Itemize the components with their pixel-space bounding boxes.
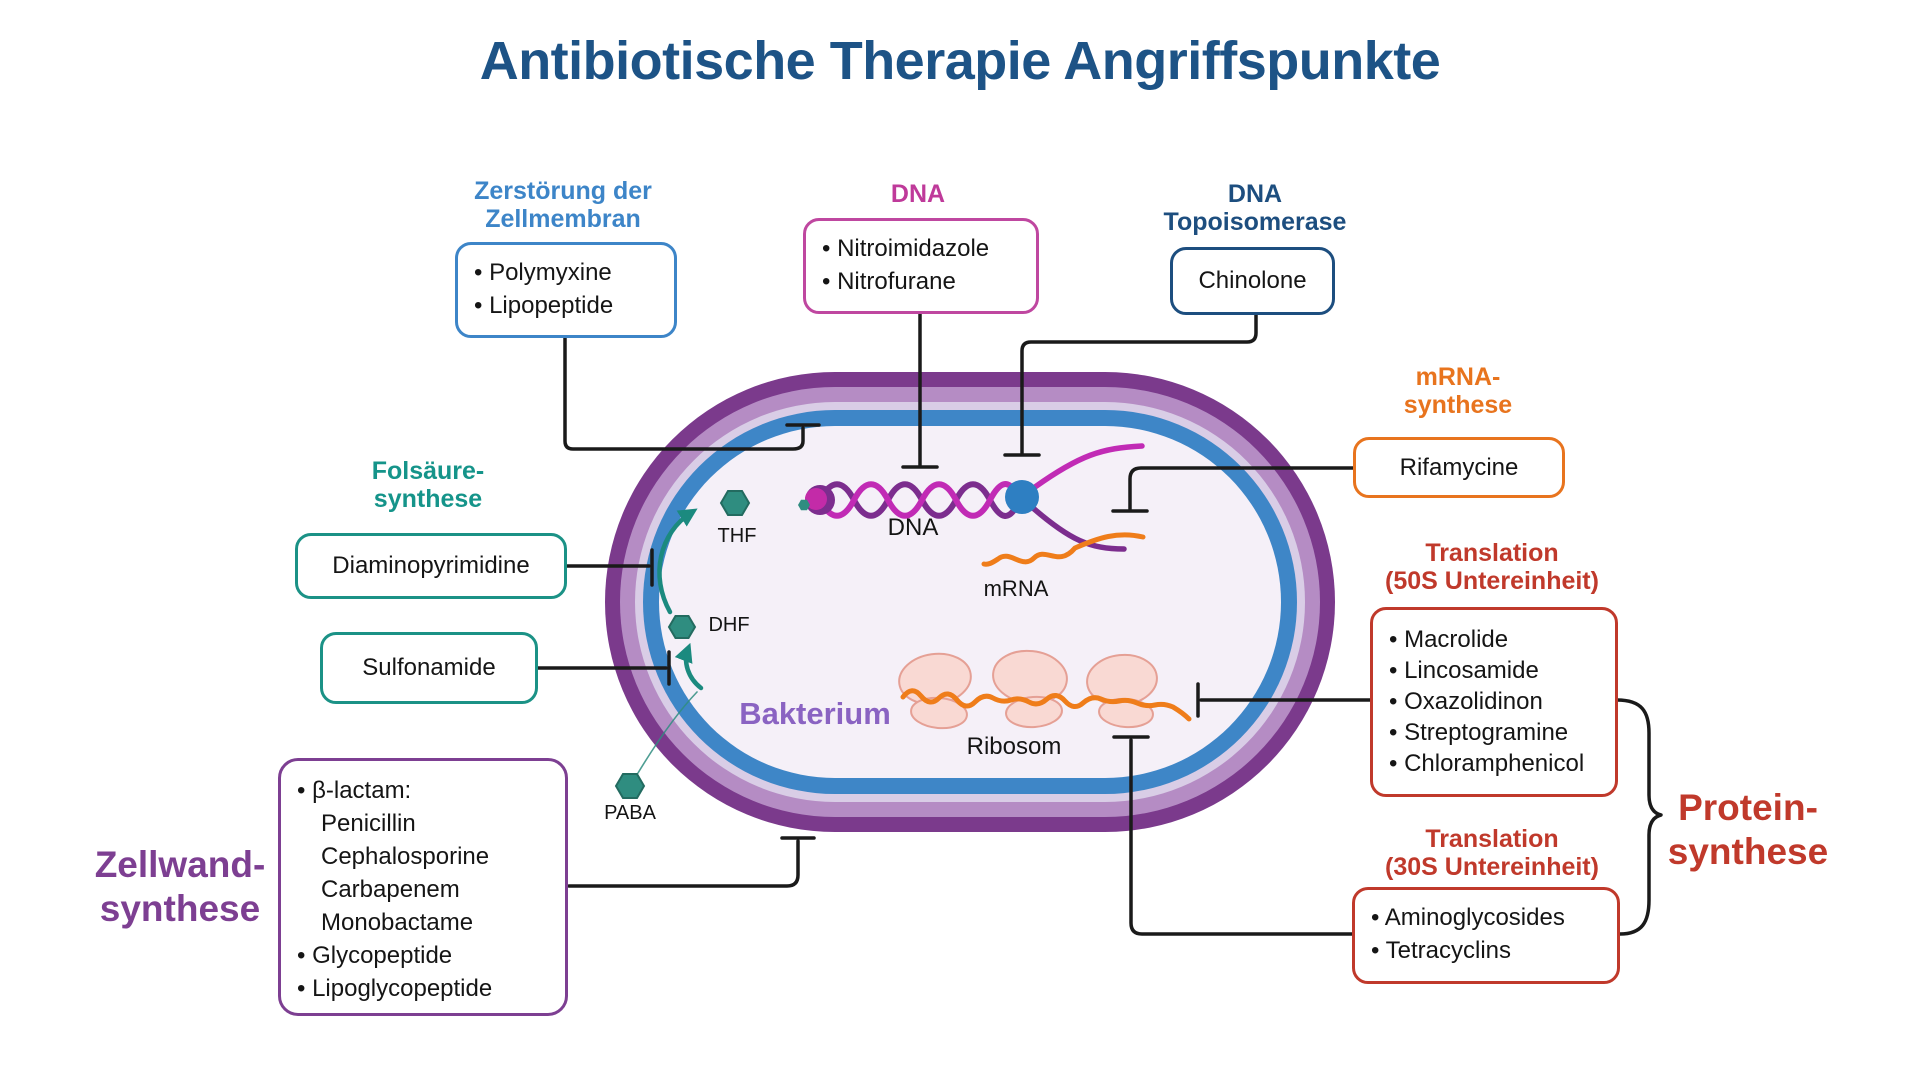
label-mrna-synthesis: mRNA- synthese — [1403, 363, 1513, 419]
paba-label: PABA — [604, 802, 656, 824]
ribosomes — [898, 649, 1192, 730]
dna-helix — [798, 481, 1019, 519]
box-diaminopyrimidine: Diaminopyrimidine — [295, 533, 567, 599]
list-item: • Lincosamide — [1389, 657, 1539, 684]
label-cell-wall-synthesis: Zellwand- synthese — [94, 844, 266, 929]
list-item: Monobactame — [321, 909, 474, 936]
drug-rifamycine: Rifamycine — [1399, 453, 1519, 481]
list-item: • Lipoglycopeptide — [297, 975, 493, 1002]
thf-hexagon — [719, 490, 751, 516]
transcription-fork — [981, 443, 1146, 567]
connector-cell-wall — [567, 836, 816, 888]
list-item: Penicillin — [321, 810, 416, 837]
list-item: • Streptogramine — [1389, 719, 1569, 746]
bacterium-label: Bakterium — [739, 696, 891, 731]
page-title: Antibiotische Therapie Angriffspunkte — [479, 31, 1441, 91]
drug-sulfonamide: Sulfonamide — [362, 654, 496, 681]
list-item: • Lipopeptide — [474, 292, 614, 319]
list-item: • β-lactam: — [297, 777, 412, 804]
list-item: Carbapenem — [321, 876, 460, 903]
box-sulfonamide: Sulfonamide — [320, 632, 538, 704]
box-dna-drugs: • Nitroimidazole • Nitrofurane — [803, 218, 1039, 314]
nascent-mrna — [981, 532, 1146, 567]
ribosome-label: Ribosom — [966, 733, 1062, 760]
dna-strand-label: DNA — [887, 514, 939, 541]
list-item: • Chloramphenicol — [1389, 750, 1585, 777]
fork-strand-bottom — [1030, 505, 1127, 552]
mrna-strand-label: mRNA — [983, 576, 1049, 601]
cell-membrane — [605, 372, 1335, 832]
folate-pathway — [614, 490, 751, 799]
list-item: • Nitroimidazole — [822, 235, 990, 262]
list-item: • Polymyxine — [474, 259, 612, 286]
list-item: • Aminoglycosides — [1371, 904, 1565, 931]
label-translation-50s: Translation (50S Untereinheit) — [1385, 539, 1599, 595]
list-item: • Glycopeptide — [297, 942, 453, 969]
box-topoisomerase-drugs: Chinolone — [1170, 247, 1335, 315]
list-item: Cephalosporine — [321, 843, 490, 870]
box-translation-50s-drugs: • Macrolide • Lincosamide • Oxazolidinon • … — [1370, 607, 1618, 797]
box-translation-30s-drugs: • Aminoglycosides • Tetracyclins — [1352, 887, 1620, 984]
connector-topoisomerase — [1003, 313, 1258, 457]
connector-50s — [1196, 682, 1372, 718]
list-item: • Oxazolidinon — [1389, 688, 1543, 715]
dhf-hexagon — [667, 615, 697, 639]
list-item: • Macrolide — [1389, 626, 1509, 653]
label-dna-topoisomerase: DNA Topoisomerase — [1163, 180, 1347, 236]
rna-polymerase-circle — [1005, 480, 1039, 514]
connector-membrane-destruction — [563, 336, 821, 451]
fork-strand-top — [1032, 443, 1145, 490]
paba-uptake-line — [637, 691, 698, 774]
list-item: • Nitrofurane — [822, 268, 956, 295]
label-protein-synthesis: Protein- synthese — [1667, 787, 1829, 872]
dhf-label: DHF — [708, 614, 750, 636]
dhf-to-thf-arrow — [657, 508, 698, 615]
drug-diaminopyrimidine: Diaminopyrimidine — [332, 552, 530, 579]
origin-hexagon — [798, 499, 810, 511]
protein-synthesis-bracket — [1615, 698, 1663, 936]
connectors — [536, 310, 1663, 936]
label-dna: DNA — [890, 180, 946, 208]
box-mrna-drugs: Rifamycine — [1353, 437, 1565, 498]
label-folate-synthesis: Folsäure- synthese — [371, 457, 485, 513]
connector-dna — [901, 310, 939, 469]
connector-diaminopyrimidine — [565, 548, 654, 587]
connector-30s — [1112, 735, 1354, 936]
label-membrane-destruction: Zerstörung der Zellmembran — [474, 177, 652, 233]
paba-to-dhf-arrow — [674, 642, 704, 691]
label-translation-30s: Translation (30S Untereinheit) — [1385, 825, 1599, 881]
drug-chinolone: Chinolone — [1198, 267, 1307, 294]
box-membrane-drugs: • Polymyxine • Lipopeptide — [455, 242, 677, 338]
thf-label: THF — [717, 525, 757, 547]
connector-sulfonamide — [536, 650, 671, 686]
list-item: • Tetracyclins — [1371, 937, 1512, 964]
paba-hexagon — [614, 773, 646, 799]
ribosome-mrna-strand — [900, 688, 1192, 722]
connector-rifamycine — [1111, 466, 1355, 513]
